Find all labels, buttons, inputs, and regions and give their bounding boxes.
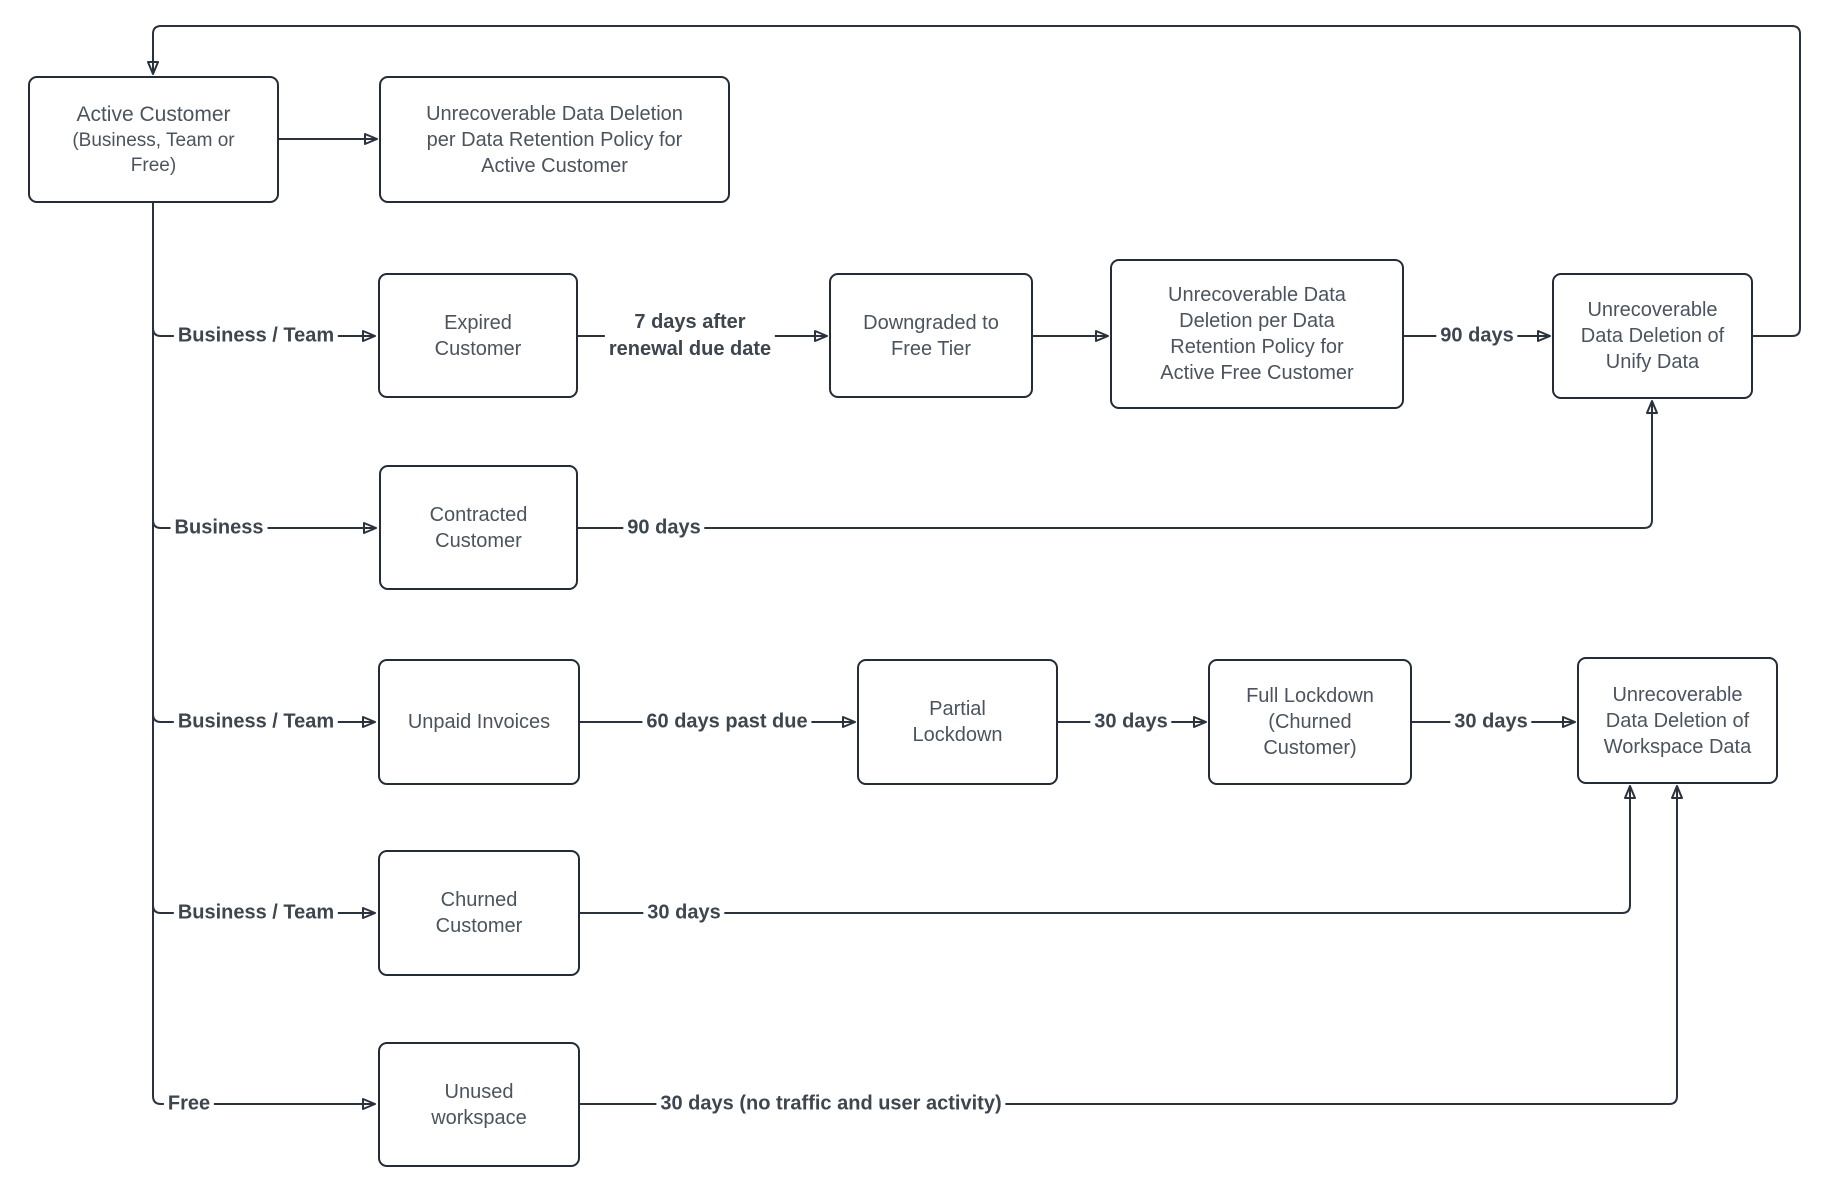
node-deletion-active-customer-label: Unrecoverable Data Deletion per Data Ret… [426,102,683,177]
node-unpaid-invoices-label: Unpaid Invoices [407,711,551,733]
node-workspace-data-deletion: Unrecoverable Data Deletion of Workspace… [1577,657,1778,784]
node-deletion-active-customer: Unrecoverable Data Deletion per Data Ret… [379,76,730,203]
edge-label-business-team-churned: Business / Team [173,899,339,927]
edge-label-business-contracted: Business [170,514,268,542]
node-deletion-active-free-label: Unrecoverable Data Deletion per Data Ret… [1160,284,1354,384]
edge-unify-loop-to-active [147,25,1801,337]
edge-trunk-to-unused [152,203,376,1110]
node-active-customer: Active Customer (Business, Team or Free) [28,76,279,203]
edge-branch-unpaid [152,713,376,728]
edge-label-ninety-days-contracted: 90 days [623,514,705,542]
node-partial-lockdown-label: Partial Lockdown [912,698,1003,746]
node-deletion-active-free: Unrecoverable Data Deletion per Data Ret… [1110,259,1404,409]
edge-contracted-to-unify [578,400,1658,529]
edge-churned-to-workspace [580,785,1636,914]
edge-branch-churned [152,904,376,919]
node-churned-customer-label: Churned Customer [435,889,523,937]
node-workspace-data-deletion-label: Unrecoverable Data Deletion of Workspace… [1603,683,1752,758]
edge-label-sixty-days-past-due: 60 days past due [642,708,812,736]
node-active-customer-label: Active Customer [76,103,231,126]
node-unpaid-invoices: Unpaid Invoices [378,659,580,785]
node-unify-data-deletion-label: Unrecoverable Data Deletion of Unify Dat… [1580,299,1725,373]
edge-unused-to-workspace [580,785,1683,1105]
node-expired-customer: Expired Customer [378,273,578,398]
node-active-customer-sublabel: (Business, Team or Free) [72,130,235,176]
edge-branch-expired [152,327,376,342]
node-churned-customer: Churned Customer [378,850,580,976]
node-downgraded-free-tier-label: Downgraded to Free Tier [863,311,999,360]
edge-label-ninety-days-to-unify: 90 days [1436,322,1518,350]
edge-label-thirty-days-unused: 30 days (no traffic and user activity) [656,1090,1006,1118]
edge-label-business-team-expired: Business / Team [173,322,339,350]
edge-label-free-branch: Free [163,1090,215,1118]
node-contracted-customer: Contracted Customer [379,465,578,590]
node-full-lockdown: Full Lockdown (Churned Customer) [1208,659,1412,785]
node-downgraded-free-tier: Downgraded to Free Tier [829,273,1033,398]
node-full-lockdown-label: Full Lockdown (Churned Customer) [1246,685,1374,759]
node-unify-data-deletion: Unrecoverable Data Deletion of Unify Dat… [1552,273,1753,399]
edge-label-thirty-days-churned: 30 days [643,899,725,927]
node-unused-workspace-label: Unused workspace [431,1080,527,1129]
node-partial-lockdown: Partial Lockdown [857,659,1058,785]
node-expired-customer-label: Expired Customer [434,311,522,360]
node-unused-workspace: Unused workspace [378,1042,580,1167]
edge-label-thirty-days-partial: 30 days [1090,708,1172,736]
edge-label-thirty-days-full: 30 days [1450,708,1532,736]
edge-label-business-team-unpaid: Business / Team [173,708,339,736]
edge-label-seven-days-after: 7 days after renewal due date [604,309,776,363]
edge-branch-contracted [152,519,377,534]
node-contracted-customer-label: Contracted Customer [429,503,528,552]
